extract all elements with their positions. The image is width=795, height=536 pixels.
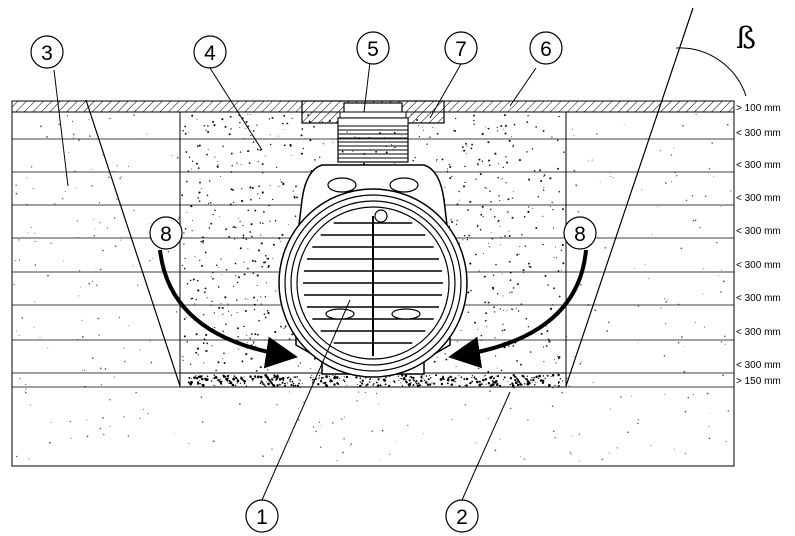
callout-1-circle <box>245 499 279 533</box>
right-arrow <box>448 249 588 369</box>
callout-8-left-circle <box>149 216 183 250</box>
dimension-label: < 300 mm <box>736 128 781 139</box>
dimension-label: < 300 mm <box>736 293 781 304</box>
callout-6: 6 <box>540 38 552 61</box>
callout-labels: 3 4 5 7 6 8 8 1 2 <box>41 38 586 529</box>
riser-shaft <box>337 117 409 163</box>
callout-5-circle <box>356 31 390 65</box>
callout-3: 3 <box>41 42 53 65</box>
dimension-label: < 300 mm <box>736 193 781 204</box>
callout-2: 2 <box>456 506 468 529</box>
dimension-label: < 300 mm <box>736 226 781 237</box>
dimension-labels: > 100 mm < 300 mm < 300 mm < 300 mm < 30… <box>736 103 781 387</box>
callout-8-right-circle <box>563 216 597 250</box>
dimension-label: > 150 mm <box>736 376 781 387</box>
dimension-label: < 300 mm <box>736 327 781 338</box>
tank <box>278 164 468 378</box>
left-arrow <box>158 249 298 369</box>
beta-angle-label: ß <box>736 21 756 56</box>
dimension-label: < 300 mm <box>736 260 781 271</box>
dimension-label: < 300 mm <box>736 360 781 371</box>
callout-8-right: 8 <box>574 223 586 246</box>
callout-7-circle <box>444 31 478 65</box>
callout-7: 7 <box>455 38 467 61</box>
callout-3-circle <box>30 35 64 69</box>
callout-group <box>30 31 597 533</box>
dimension-label: < 300 mm <box>736 160 781 171</box>
callout-6-circle <box>529 31 563 65</box>
callout-5: 5 <box>367 38 379 61</box>
dimension-label: > 100 mm <box>736 103 781 114</box>
slope-angle <box>675 47 747 97</box>
backfill-arrows <box>158 249 588 369</box>
callout-4-circle <box>193 35 227 69</box>
leader-lines <box>53 61 537 501</box>
callout-4: 4 <box>204 42 216 65</box>
callout-8-left: 8 <box>160 223 172 246</box>
excavation-slope-lines <box>85 7 694 387</box>
callout-2-circle <box>445 499 479 533</box>
callout-1: 1 <box>256 506 268 529</box>
